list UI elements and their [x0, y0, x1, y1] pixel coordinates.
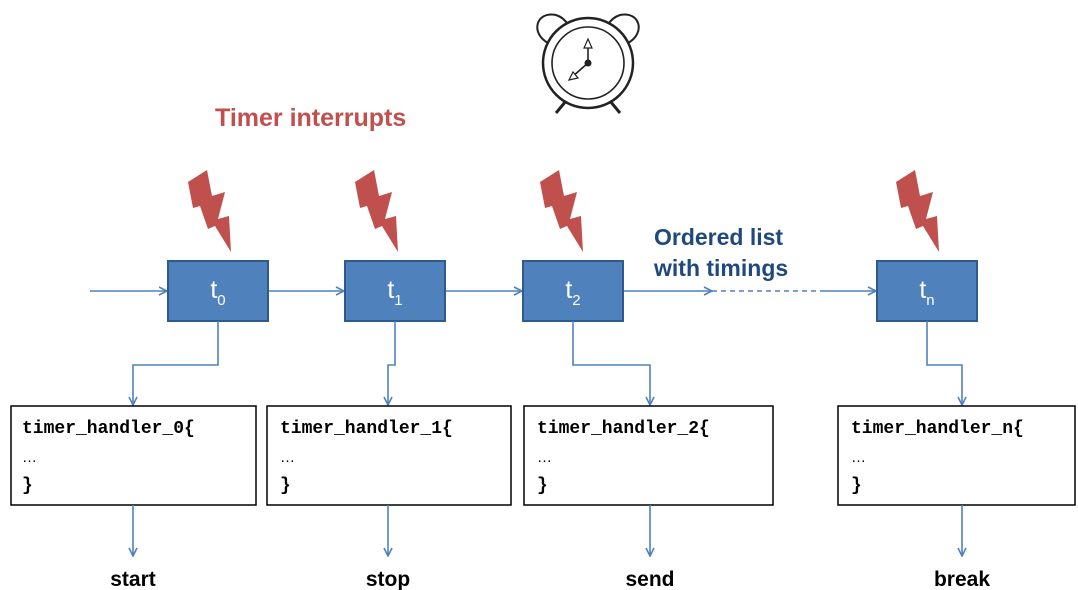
- handler-close: }: [537, 476, 548, 496]
- ordered-list-label-line2: with timings: [653, 255, 788, 281]
- timer-name: t: [210, 276, 217, 304]
- timer-node-t2: t2: [522, 260, 624, 322]
- lightning-bolt-icon: [896, 170, 939, 252]
- node-to-handler-arrow: [926, 321, 962, 405]
- handler-signature: timer_handler_2{: [537, 419, 710, 439]
- svg-text:tn: tn: [919, 276, 934, 309]
- svg-text:t0: t0: [210, 276, 225, 309]
- handler-signature: timer_handler_n{: [851, 419, 1024, 439]
- diagram-title: Timer interrupts: [215, 104, 406, 132]
- timer-node-tn: tn: [876, 260, 978, 322]
- timer-subscript: 1: [394, 292, 402, 309]
- handler-box-1: timer_handler_1{ … }: [266, 405, 512, 506]
- handler-body: …: [280, 449, 295, 466]
- lightning-bolt-icon: [540, 170, 583, 252]
- timer-node-t1: t1: [344, 260, 446, 322]
- handler-close: }: [851, 476, 862, 496]
- handler-body: …: [537, 449, 552, 466]
- handler-body: …: [851, 449, 866, 466]
- action-label-break: break: [934, 568, 990, 590]
- ordered-list-label: Ordered list: [654, 224, 783, 250]
- svg-text:t1: t1: [387, 276, 402, 309]
- handler-box-2: timer_handler_2{ … }: [523, 405, 774, 506]
- timer-name: t: [387, 276, 394, 304]
- action-label-send: send: [625, 568, 674, 590]
- handler-box-0: timer_handler_0{ … }: [10, 405, 257, 506]
- handler-box-n: timer_handler_n{ … }: [837, 405, 1076, 506]
- node-to-handler-arrow: [133, 321, 219, 405]
- timer-name: t: [565, 276, 572, 304]
- timer-name: t: [919, 276, 926, 304]
- alarm-clock-icon: [536, 13, 640, 114]
- timer-subscript: 0: [217, 292, 225, 309]
- handler-body: …: [22, 449, 37, 466]
- action-label-start: start: [110, 568, 156, 590]
- timer-subscript: n: [926, 292, 934, 309]
- node-to-handler-arrow: [388, 321, 396, 405]
- timer-node-t0: t0: [167, 260, 269, 322]
- action-label-stop: stop: [366, 568, 410, 590]
- lightning-bolt-icon: [355, 170, 398, 252]
- handler-close: }: [22, 476, 33, 496]
- timer-subscript: 2: [572, 292, 580, 309]
- node-to-handler-arrow: [572, 321, 650, 405]
- svg-text:t2: t2: [565, 276, 580, 309]
- lightning-bolt-icon: [188, 170, 231, 252]
- handler-close: }: [280, 476, 291, 496]
- handler-signature: timer_handler_1{: [280, 419, 453, 439]
- handler-signature: timer_handler_0{: [22, 419, 195, 439]
